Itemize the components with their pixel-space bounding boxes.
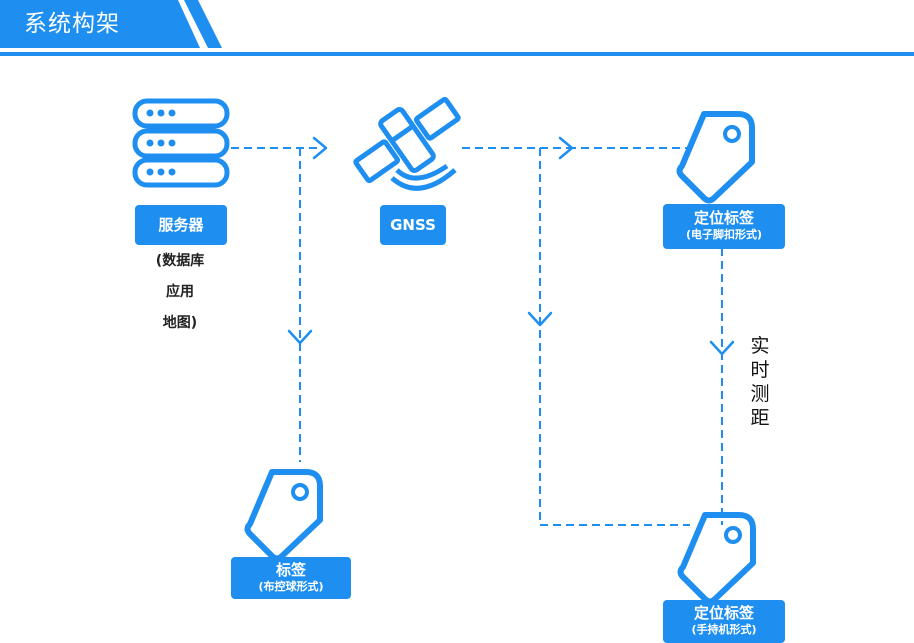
tag-icon [681,515,754,602]
server-caption-line: 地图) [162,315,198,331]
header-title: 系统构架 [24,11,120,37]
server-caption: (数据库 应用 地图) [140,246,220,339]
realtime-ranging-annotation: 实 时 测 距 [749,334,771,430]
connector-lines [231,147,723,526]
server-caption-line: (数据库 [155,253,205,269]
server-label: 服务器 [135,205,227,245]
tag-ball-label: 标签 (布控球形式) [231,557,351,599]
annotation-char: 测 [750,383,770,405]
arrowheads [287,136,735,356]
satellite-icon [353,96,461,191]
tag-handheld-label: 定位标签 (手持机形式) [663,600,785,643]
server-caption-line: 应用 [166,284,194,300]
tag-ankle-label: 定位标签 (电子脚扣形式) [663,204,785,249]
header-banner [0,0,222,48]
tag-icon [248,472,321,559]
header-divider [0,52,914,56]
annotation-char: 距 [750,407,770,429]
annotation-char: 时 [750,359,770,381]
gnss-label: GNSS [380,205,446,245]
server-icon [132,98,230,188]
tag-icon [680,114,753,201]
annotation-char: 实 [750,335,770,357]
